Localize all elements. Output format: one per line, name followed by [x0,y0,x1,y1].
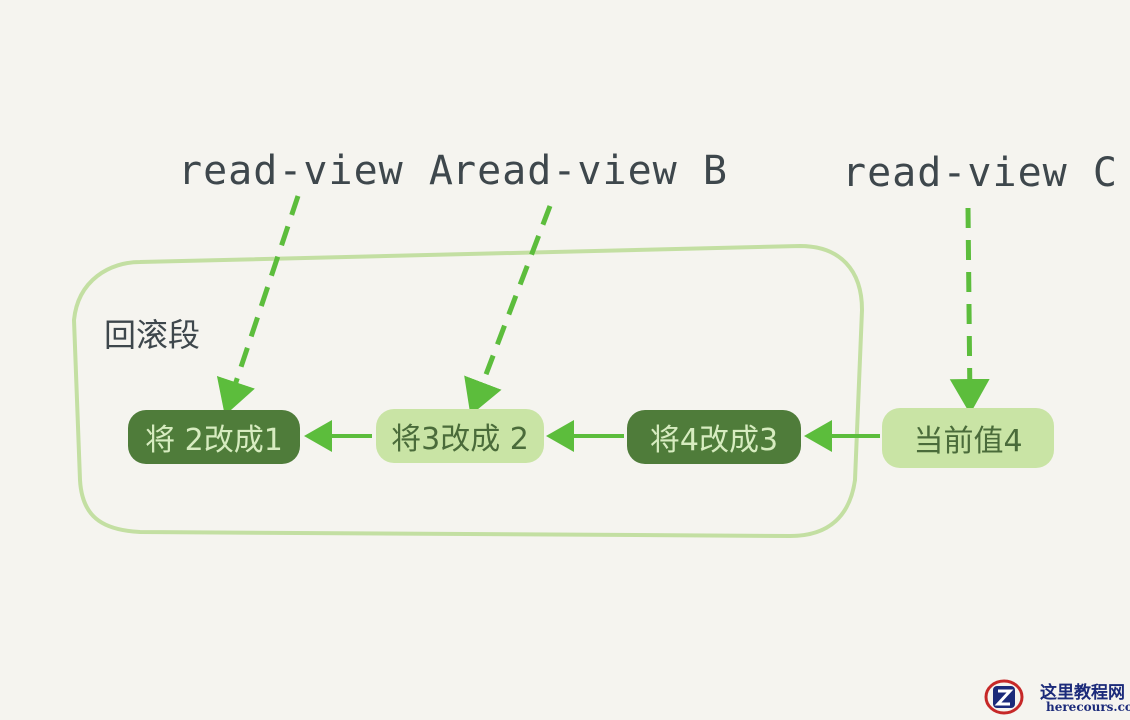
rollback-segment-label: 回滚段 [104,316,201,354]
site-logo-icon [984,679,1024,715]
current-value-label: 当前值4 [913,424,1023,459]
read-view-b-pointer [464,205,553,416]
rollback-segment-container [72,244,864,538]
undo-node-3-to-2: 将3改成 2 [376,409,544,463]
current-value-node: 当前值4 [882,408,1054,468]
site-watermark[interactable]: 这里教程网 herecours.com [980,676,1130,720]
undo-node-label: 将4改成3 [649,423,779,458]
undo-node-label: 将3改成 2 [391,422,529,457]
read-view-c-pointer [949,207,990,414]
undo-node-4-to-3: 将4改成3 [627,410,801,464]
read-view-a-label: read-view A [178,148,454,194]
read-view-c-label: read-view C [842,150,1118,196]
watermark-title: 这里教程网 [1040,683,1125,703]
read-view-a-pointer [216,195,301,416]
watermark-subtitle: herecours.com [1046,700,1130,714]
undo-node-2-to-1: 将 2改成1 [128,410,300,464]
undo-node-label: 将 2改成1 [145,423,283,458]
read-view-b-label: read-view B [452,148,728,194]
